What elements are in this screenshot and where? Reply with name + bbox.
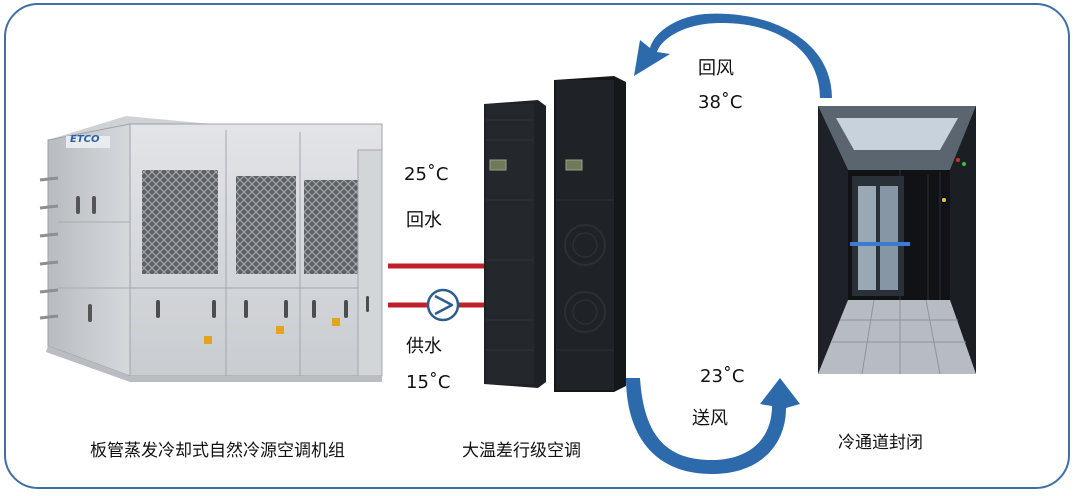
return-water-temp: 25˚C: [404, 164, 449, 185]
pump-icon: [426, 288, 460, 322]
supply-air-arrow-icon: [626, 378, 800, 474]
supply-air-temp: 23˚C: [700, 366, 745, 387]
supply-water-temp: 15˚C: [406, 372, 451, 393]
chiller-unit-caption: 板管蒸发冷却式自然冷源空调机组: [90, 441, 345, 461]
return-air-temp: 38˚C: [698, 92, 743, 113]
chiller-brand-label: ETCO: [70, 134, 100, 145]
return-water-label: 回水: [406, 210, 442, 231]
return-air-label: 回风: [698, 58, 734, 79]
cold-aisle-caption: 冷通道封闭: [838, 433, 923, 453]
diagram-frame: [4, 3, 1070, 489]
return-air-arrow-icon: [634, 13, 832, 98]
supply-air-label: 送风: [692, 408, 728, 429]
row-ac-caption: 大温差行级空调: [462, 441, 581, 461]
supply-water-label: 供水: [406, 336, 442, 357]
